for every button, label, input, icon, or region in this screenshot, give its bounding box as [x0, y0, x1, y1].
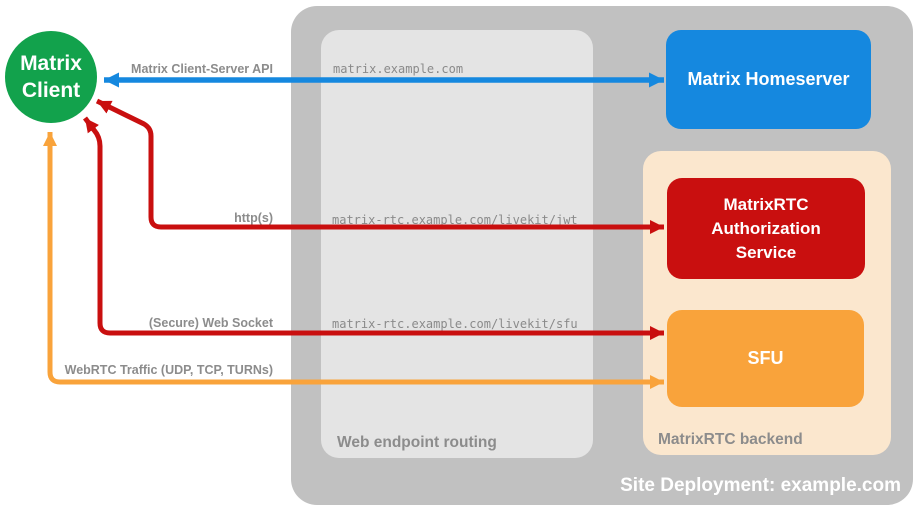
endpoint-url-homeserver: matrix.example.com	[333, 62, 464, 76]
connection-label-https: http(s)	[234, 211, 273, 225]
connection-label-webrtc-traffic: WebRTC Traffic (UDP, TCP, TURNs)	[64, 363, 273, 377]
matrixrtc-backend-label: MatrixRTC backend	[658, 431, 803, 448]
endpoint-url-livekit-sfu: matrix-rtc.example.com/livekit/sfu	[332, 317, 578, 331]
endpoint-url-livekit-jwt: matrix-rtc.example.com/livekit/jwt	[332, 213, 578, 227]
connection-label-client-server-api: Matrix Client-Server API	[131, 62, 273, 76]
matrix-homeserver-label: Matrix Homeserver	[687, 69, 850, 89]
site-deployment-label: Site Deployment: example.com	[620, 475, 901, 496]
connection-label-websocket: (Secure) Web Socket	[148, 316, 273, 330]
matrixrtc-authorization-service-label: MatrixRTC Authorization Service	[711, 194, 821, 262]
sfu-node: SFU	[667, 310, 864, 407]
matrix-homeserver-node: Matrix Homeserver	[666, 30, 871, 129]
matrix-client-label-line1: Matrix	[20, 52, 82, 75]
sfu-label: SFU	[747, 348, 784, 368]
web-endpoint-routing-label: Web endpoint routing	[337, 434, 497, 451]
matrixrtc-authorization-service-node: MatrixRTC Authorization Service	[667, 178, 865, 279]
matrix-client-label-line2: Client	[21, 79, 81, 102]
matrix-client-node: Matrix Client	[5, 31, 97, 123]
web-endpoint-routing-container: Web endpoint routing	[321, 30, 593, 458]
